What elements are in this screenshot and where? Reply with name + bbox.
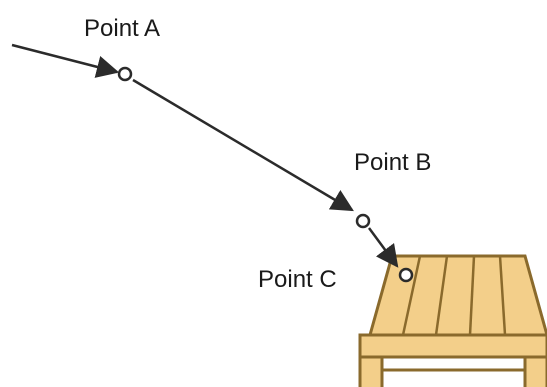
point-b-marker xyxy=(355,213,371,229)
point-a-marker xyxy=(117,66,133,82)
point-a-label: Point A xyxy=(84,15,160,42)
path-segment-a-to-b xyxy=(132,78,354,212)
path-segment-start-to-a xyxy=(11,43,120,78)
point-c-marker xyxy=(398,267,414,283)
path-segment-b-to-c xyxy=(367,227,399,268)
wooden-table-icon xyxy=(358,254,547,387)
point-c-label: Point C xyxy=(258,266,337,293)
point-b-label: Point B xyxy=(354,149,431,176)
